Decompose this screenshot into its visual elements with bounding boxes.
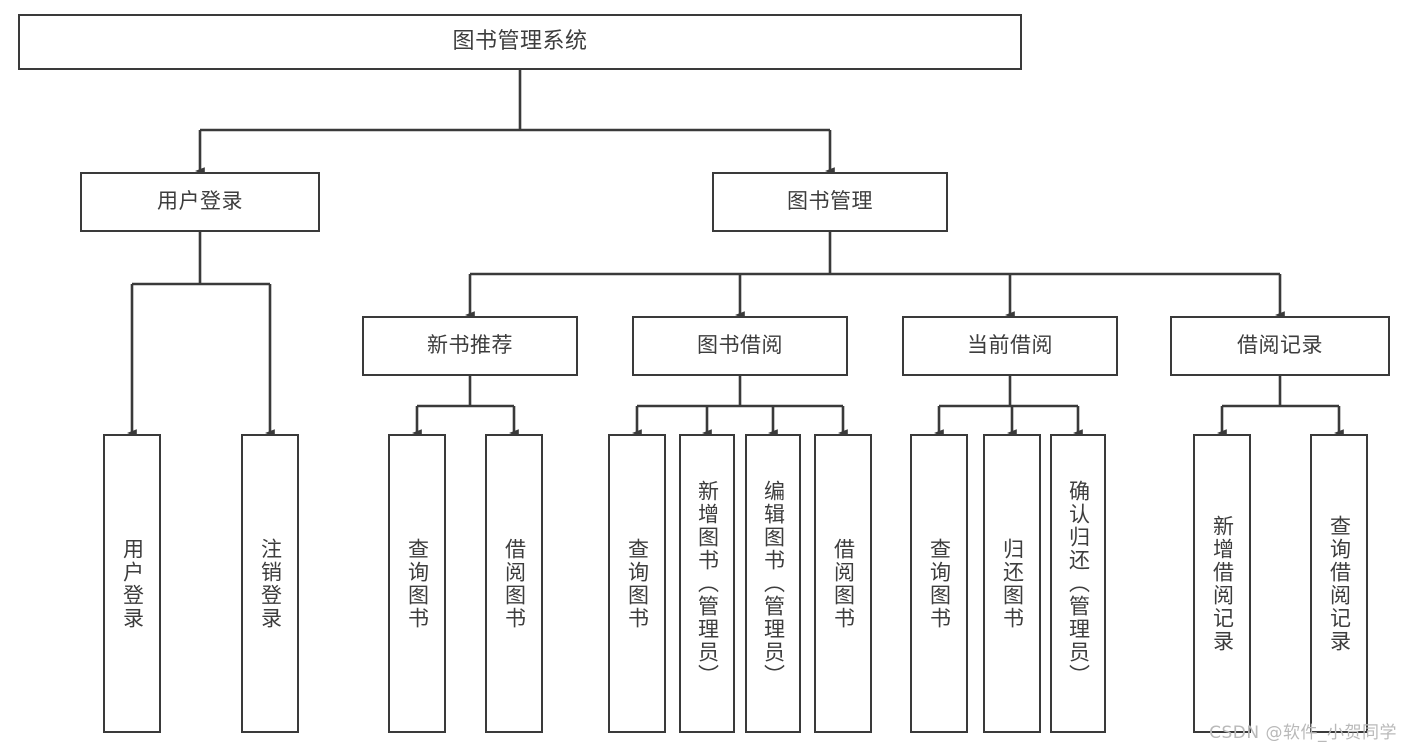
node-label: 当前借阅 bbox=[967, 333, 1053, 358]
node-current-borrow[interactable]: 当前借阅 bbox=[902, 316, 1118, 376]
node-label: 借阅记录 bbox=[1237, 333, 1323, 358]
node-user-login[interactable]: 用户登录 bbox=[80, 172, 320, 232]
node-label: 用户登录 bbox=[157, 189, 243, 214]
csdn-watermark: CSDN @软件_小贺同学 bbox=[1209, 723, 1397, 743]
node-label: 查询图书 bbox=[927, 537, 952, 630]
leaf-user-logout[interactable]: 注销登录 bbox=[241, 434, 299, 733]
node-label: 用户登录 bbox=[120, 537, 145, 630]
node-label: 新增图书（管理员） bbox=[695, 480, 720, 687]
node-label: 确认归还（管理员） bbox=[1066, 480, 1091, 687]
node-label: 注销登录 bbox=[258, 537, 283, 630]
leaf-borrow-book[interactable]: 借阅图书 bbox=[814, 434, 872, 733]
node-label: 借阅图书 bbox=[831, 537, 856, 630]
leaf-query-borrow-record[interactable]: 查询借阅记录 bbox=[1310, 434, 1368, 733]
node-label: 借阅图书 bbox=[502, 537, 527, 630]
leaf-add-book-admin[interactable]: 新增图书（管理员） bbox=[679, 434, 735, 733]
node-label: 新书推荐 bbox=[427, 333, 513, 358]
node-label: 查询图书 bbox=[625, 537, 650, 630]
node-root-system[interactable]: 图书管理系统 bbox=[18, 14, 1022, 70]
node-label: 新增借阅记录 bbox=[1210, 514, 1235, 653]
leaf-confirm-return-admin[interactable]: 确认归还（管理员） bbox=[1050, 434, 1106, 733]
leaf-borrow-book-recommend[interactable]: 借阅图书 bbox=[485, 434, 543, 733]
leaf-edit-book-admin[interactable]: 编辑图书（管理员） bbox=[745, 434, 801, 733]
node-label: 归还图书 bbox=[1000, 537, 1025, 630]
leaf-query-book-current[interactable]: 查询图书 bbox=[910, 434, 968, 733]
leaf-return-book[interactable]: 归还图书 bbox=[983, 434, 1041, 733]
node-label: 图书借阅 bbox=[697, 333, 783, 358]
node-label: 查询图书 bbox=[405, 537, 430, 630]
node-label: 图书管理 bbox=[787, 189, 873, 214]
leaf-user-login[interactable]: 用户登录 bbox=[103, 434, 161, 733]
node-label: 查询借阅记录 bbox=[1327, 514, 1352, 653]
leaf-query-book-recommend[interactable]: 查询图书 bbox=[388, 434, 446, 733]
node-label: 图书管理系统 bbox=[452, 28, 588, 54]
node-book-borrow[interactable]: 图书借阅 bbox=[632, 316, 848, 376]
node-new-book-recommend[interactable]: 新书推荐 bbox=[362, 316, 578, 376]
node-label: 编辑图书（管理员） bbox=[761, 480, 786, 687]
leaf-query-book-borrow[interactable]: 查询图书 bbox=[608, 434, 666, 733]
leaf-add-borrow-record[interactable]: 新增借阅记录 bbox=[1193, 434, 1251, 733]
node-borrow-record[interactable]: 借阅记录 bbox=[1170, 316, 1390, 376]
node-book-management[interactable]: 图书管理 bbox=[712, 172, 948, 232]
